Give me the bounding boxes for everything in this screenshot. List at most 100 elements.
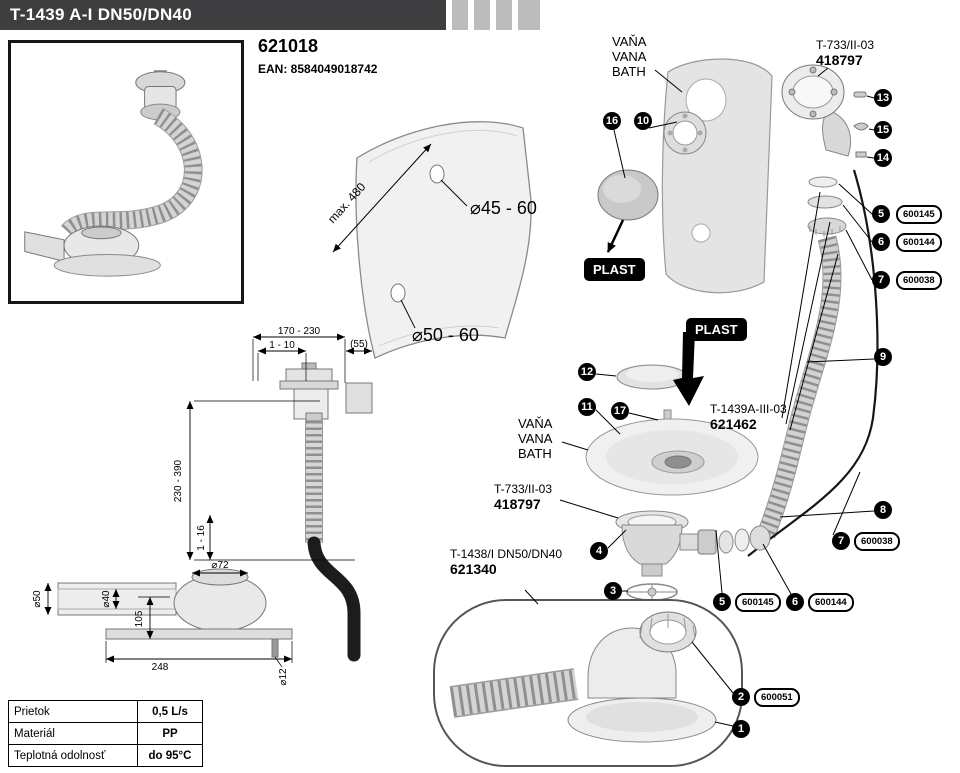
callout-8: 8 (874, 501, 892, 519)
spec-label: Teplotná odolnosť (8, 744, 138, 767)
t733-label-top: T-733/II-03 418797 (816, 38, 874, 68)
overflow-cap (597, 169, 659, 221)
part-model: T-1439A-III-03 (710, 402, 787, 416)
leader-line (400, 299, 416, 329)
part-code: 418797 (494, 496, 541, 512)
dim-d40: ⌀40 (101, 590, 112, 608)
dim-side: (55) (350, 339, 368, 350)
overflow-head (135, 70, 186, 121)
part-model: T-733/II-03 (816, 38, 875, 52)
plast-arrow-big (673, 332, 704, 406)
callout-12: 12 (578, 363, 596, 381)
spec-value: PP (137, 722, 203, 745)
callout-17: 17 (611, 402, 629, 420)
vertical-hose-sideview (305, 421, 361, 662)
drain-sideview (57, 568, 293, 658)
dim-d12: ⌀12 (278, 668, 289, 686)
bath-label-line: BATH (518, 446, 552, 461)
callout-14: 14 (874, 149, 892, 167)
part-code-badge: 600145 (896, 205, 942, 224)
overflow-flange-ring (663, 111, 707, 155)
product-ean: EAN: 8584049018742 (258, 62, 378, 76)
dim-lip: 1 - 16 (196, 525, 207, 551)
bath-label-line: VANA (612, 49, 647, 64)
part-code-badge: 600038 (854, 532, 900, 551)
hole-bottom-label: ⌀50 - 60 (412, 325, 479, 345)
corrugated-hose (757, 235, 842, 539)
product-photo-frame (8, 40, 244, 304)
callout-5: 5 (713, 593, 731, 611)
dim-h105: 105 (134, 610, 145, 627)
part-code-badge: 600145 (735, 593, 781, 612)
bath-label-line: VAŇA (612, 34, 647, 49)
hose-end-gaskets (697, 525, 771, 555)
dimension-drawing: 170 - 230 1 - 10 (55) 230 - 390 1 - 16 ⌀… (32, 326, 373, 686)
drain-cap (616, 364, 688, 390)
leader-lines (524, 67, 875, 727)
table-row: Materiál PP (8, 722, 203, 745)
callout-5: 5 (872, 205, 890, 223)
decor-stripe (474, 0, 490, 30)
siphon-inset (433, 599, 743, 767)
callout-1: 1 (732, 720, 750, 738)
spec-label: Materiál (8, 722, 138, 745)
dim-d72: ⌀72 (211, 560, 229, 571)
spec-table: Prietok 0,5 L/s Materiál PP Teplotná odo… (8, 700, 203, 767)
part-model: T-1438/I DN50/DN40 (450, 547, 563, 561)
overflow-assembly (781, 64, 851, 157)
dim-d50: ⌀50 (32, 590, 43, 608)
plast-badge: PLAST (584, 258, 645, 281)
part-code-badge: 600038 (896, 271, 942, 290)
spec-label: Prietok (8, 700, 138, 723)
drain-body (24, 225, 161, 277)
callout-7: 7 (832, 532, 850, 550)
decor-stripe (496, 0, 512, 30)
callout-2: 2 (732, 688, 750, 706)
plast-badge: PLAST (686, 318, 747, 341)
panel-hole-diagram (332, 121, 532, 359)
bath-label-line: VAŇA (518, 416, 553, 431)
page-title: T-1439 A-I DN50/DN40 (0, 0, 446, 30)
callout-3: 3 (604, 582, 622, 600)
part-code-badge: 600051 (754, 688, 800, 707)
bath-label-line: VANA (518, 431, 553, 446)
callout-11: 11 (578, 398, 596, 416)
decor-stripe (518, 0, 540, 30)
callout-9: 9 (874, 348, 892, 366)
part-code: 418797 (816, 52, 863, 68)
exploded-view-drawing (433, 58, 879, 767)
waste-body (615, 510, 699, 577)
bath-apron-section (661, 58, 773, 294)
t1439a-label: T-1439A-III-03 621462 (710, 402, 787, 432)
part-code-badge: 600144 (808, 593, 854, 612)
bath-label-mid: VAŇA VANA BATH (518, 416, 552, 461)
dim-flange: 1 - 10 (269, 340, 295, 351)
table-row: Teplotná odolnosť do 95°C (8, 744, 203, 767)
spec-value: do 95°C (137, 744, 203, 767)
hole-top-label: ⌀45 - 60 (470, 198, 537, 218)
part-model: T-733/II-03 (494, 482, 553, 496)
decor-stripe (452, 0, 468, 30)
t733-label-mid: T-733/II-03 418797 (494, 482, 552, 512)
t1438-label: T-1438/I DN50/DN40 621340 (450, 547, 562, 577)
overflow-head-sideview (279, 362, 373, 422)
part-code-badge: 600144 (896, 233, 942, 252)
dim-span: 170 - 230 (278, 326, 321, 337)
callout-6: 6 (872, 233, 890, 251)
dimension-lines (44, 333, 372, 663)
bath-floor-plate (585, 418, 759, 496)
part-code: 621462 (710, 416, 757, 432)
callout-6: 6 (786, 593, 804, 611)
part-code: 621340 (450, 561, 497, 577)
corrugated-hose (61, 107, 203, 239)
dim-base: 248 (152, 662, 169, 673)
panel-hole-bottom (390, 283, 406, 303)
callout-13: 13 (874, 89, 892, 107)
dim-height: 230 - 390 (173, 459, 184, 502)
callout-4: 4 (590, 542, 608, 560)
leader-line (440, 179, 468, 207)
callout-16: 16 (603, 112, 621, 130)
bath-label-top: VAŇA VANA BATH (612, 34, 646, 79)
gasket-stack (807, 176, 847, 237)
